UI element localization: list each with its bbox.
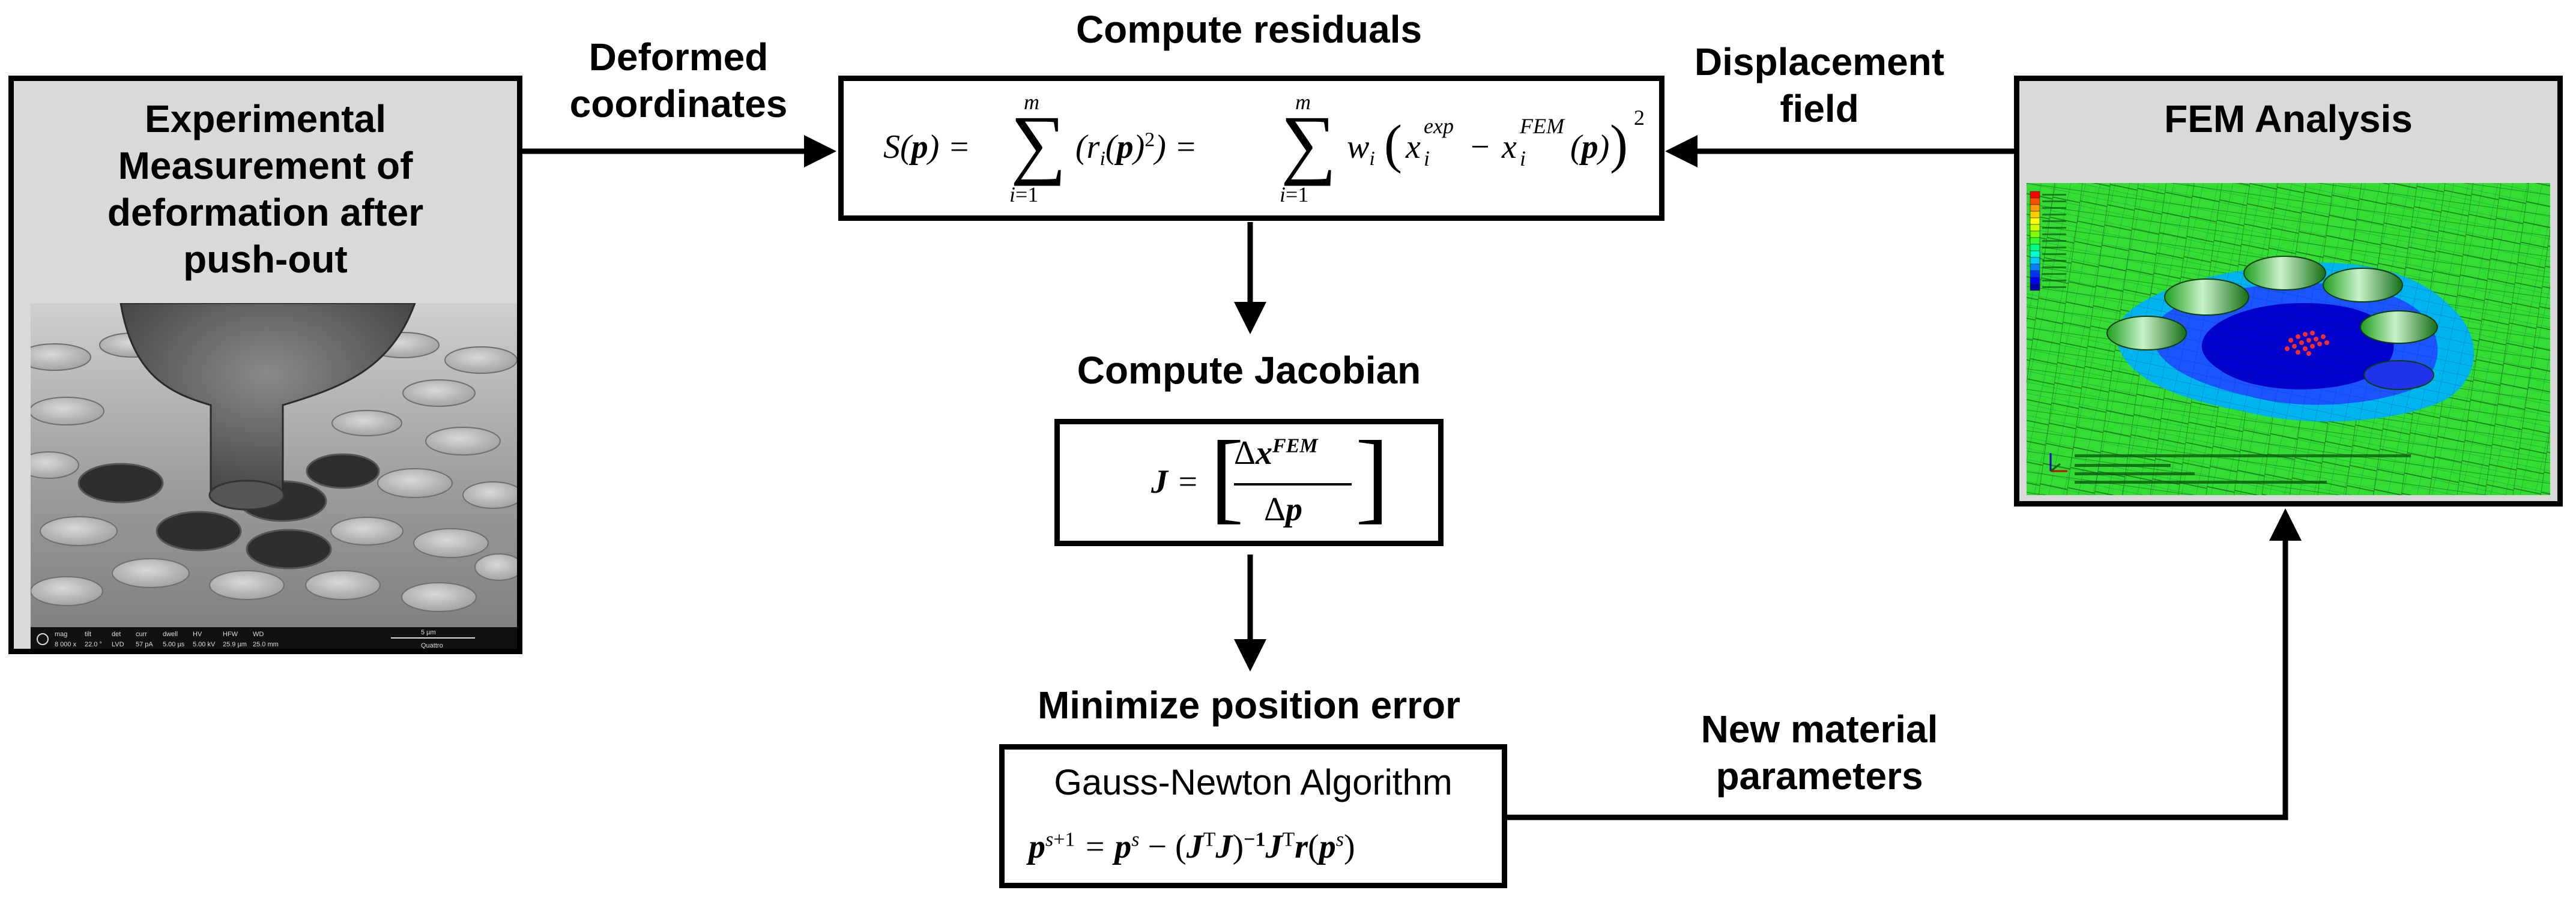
residual-formula-box: S(p) = ∑ m i=1 (ri(p)2) = ∑ m i=1 wi ( x… [838, 76, 1664, 221]
fem-analysis-panel: FEM Analysis [2014, 76, 2563, 507]
gauss-newton-box: Gauss-Newton Algorithm ps+1 = ps − (JTJ)… [999, 744, 1507, 888]
legend-swatch [2030, 224, 2040, 232]
compute-residuals-title: Compute residuals [1075, 8, 1423, 51]
fiber-holes [2106, 256, 2438, 390]
legend-value-tick [2042, 233, 2066, 235]
pushed-out-holes [77, 453, 380, 570]
residual-formula: S(p) = ∑ m i=1 (ri(p)2) = ∑ m i=1 wi ( x… [883, 90, 1645, 206]
legend-swatch [2030, 263, 2040, 271]
legend-swatch [2030, 257, 2040, 265]
label-new-material-parameters: New material parameters [1701, 708, 1938, 798]
fei-logo-icon [37, 633, 49, 645]
svg-text:25.0 mm: 25.0 mm [253, 641, 279, 648]
legend-value-tick [2042, 280, 2066, 281]
legend-value-tick [2042, 240, 2066, 242]
svg-text:57 pA: 57 pA [136, 641, 153, 648]
svg-text:WD: WD [253, 631, 264, 638]
legend-value-tick [2042, 200, 2066, 202]
jacobian-formula-box: J = [ ΔxFEM Δp ] [1054, 419, 1444, 546]
svg-text:22.0 °: 22.0 ° [85, 641, 102, 648]
svg-text:5.00 µs: 5.00 µs [163, 641, 185, 648]
gauss-newton-title: Gauss-Newton Algorithm [1054, 762, 1453, 802]
compute-jacobian-title: Compute Jacobian [1077, 349, 1421, 392]
svg-text:LVD: LVD [112, 641, 124, 648]
legend-swatch [2030, 270, 2040, 278]
legend-value-tick [2042, 273, 2066, 275]
legend-value-tick [2042, 194, 2066, 196]
fiber-discs [31, 332, 517, 612]
sem-micrograph: mag tilt det curr dwell HV HFW WD 8 000 … [31, 303, 517, 649]
legend-value-tick [2042, 214, 2066, 215]
legend-swatch [2030, 244, 2040, 251]
experimental-panel-title: Experimental Measurement of deformation … [107, 97, 424, 281]
legend-value-tick [2042, 227, 2066, 229]
experimental-measurement-panel: Experimental Measurement of deformation … [8, 76, 522, 654]
svg-text:det: det [112, 631, 121, 638]
svg-text:dwell: dwell [163, 631, 178, 638]
legend-swatch [2030, 197, 2040, 205]
legend-swatch [2030, 211, 2040, 218]
legend-swatch [2030, 204, 2040, 212]
legend-swatch [2030, 277, 2040, 284]
sem-info-bar: mag tilt det curr dwell HV HFW WD 8 000 … [55, 629, 443, 649]
svg-text:tilt: tilt [85, 631, 91, 638]
fem-contour-plot [2027, 183, 2550, 495]
legend-value-tick [2042, 220, 2066, 222]
svg-text:Quattro: Quattro [421, 642, 443, 649]
legend-swatch [2030, 191, 2040, 199]
svg-text:HV: HV [193, 631, 202, 638]
legend-swatch [2030, 283, 2040, 291]
fem-info-text [2075, 454, 2411, 484]
svg-text:5.00 kV: 5.00 kV [193, 641, 216, 648]
legend-value-tick [2042, 247, 2066, 248]
legend-swatch [2030, 217, 2040, 225]
legend-value-tick [2042, 286, 2066, 288]
jacobian-formula: J = [ ΔxFEM Δp ] [1151, 420, 1389, 533]
svg-text:5 µm: 5 µm [421, 629, 436, 636]
legend-value-tick [2042, 266, 2066, 268]
legend-value-tick [2042, 207, 2066, 209]
legend-swatch [2030, 250, 2040, 258]
legend-value-tick [2042, 253, 2066, 255]
svg-text:curr: curr [136, 631, 147, 638]
svg-text:25.9 µm: 25.9 µm [223, 641, 247, 648]
minimize-position-error-title: Minimize position error [1037, 684, 1461, 727]
fem-panel-title: FEM Analysis [2164, 97, 2413, 140]
legend-swatch [2030, 230, 2040, 238]
legend-swatch [2030, 237, 2040, 245]
contour-legend [2030, 191, 2066, 291]
arrow-new-material-parameters [1501, 508, 2302, 820]
svg-text:HFW: HFW [223, 631, 238, 638]
svg-text:8 000 x: 8 000 x [55, 641, 77, 648]
label-displacement-field: Displacement field [1694, 40, 1945, 130]
svg-text:mag: mag [55, 631, 67, 638]
axis-triad-icon [2049, 453, 2067, 472]
legend-value-tick [2042, 260, 2066, 262]
center-nodes [2285, 331, 2329, 356]
label-deformed-coordinates: Deformed coordinates [569, 35, 788, 125]
gauss-newton-formula: ps+1 = ps − (JTJ)−1JTr(ps) [1029, 828, 1355, 865]
